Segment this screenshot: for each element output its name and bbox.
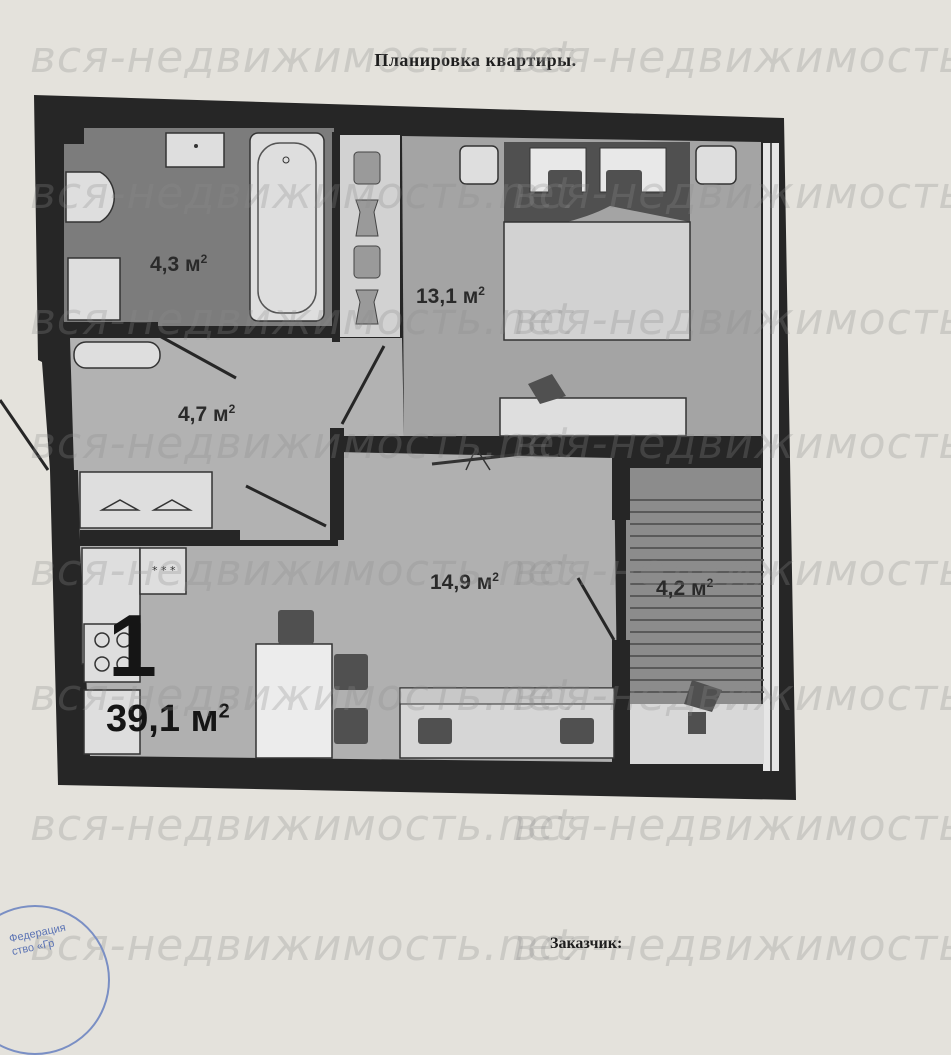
bathtub — [249, 132, 325, 322]
bedroom-door — [340, 345, 386, 425]
bath-corner-block — [64, 124, 84, 144]
room-area-bathroom: 4,3 м2 — [150, 252, 208, 276]
loggia-slats — [630, 499, 764, 693]
loggia-top-ledge — [626, 452, 768, 468]
closet-clothes — [353, 151, 381, 325]
cooktop-burners — [94, 632, 132, 672]
nightstand-left — [459, 145, 499, 185]
customer-label: Заказчик: — [550, 935, 623, 952]
desk — [499, 397, 687, 437]
cooktop — [83, 623, 141, 683]
room-area-bedroom: 13,1 м2 — [416, 284, 485, 308]
hall-kitchen-door — [245, 484, 327, 528]
dining-chair-top — [278, 610, 314, 644]
hanger-icons — [99, 499, 193, 511]
room-area-hallway: 4,7 м2 — [178, 402, 236, 426]
bath-hall-wall — [40, 322, 158, 334]
tv — [431, 452, 523, 466]
room-area-kitchen-living: 14,9 м2 — [430, 570, 499, 594]
total-area: 39,1 м2 — [106, 698, 230, 740]
kitchen-sink — [83, 689, 141, 755]
page-title: Планировка квартиры. — [374, 50, 577, 70]
hall-kitchen-wall — [330, 428, 344, 540]
kitchen-floor — [80, 452, 618, 762]
dining-chair-right-2 — [334, 708, 368, 744]
closet-wall-left — [332, 132, 340, 342]
nightstand-right — [695, 145, 737, 185]
loggia-door — [576, 577, 616, 641]
wardrobe — [79, 471, 213, 529]
entry-door — [0, 399, 50, 471]
dining-chair-right-1 — [334, 654, 368, 690]
bed-kitchen-wall — [330, 436, 624, 452]
washer — [67, 257, 121, 321]
bath-door — [155, 332, 237, 380]
loggia-wall-top — [612, 448, 630, 520]
stove-marks: * * * — [152, 564, 176, 577]
room-count: 1 — [108, 596, 157, 695]
stove — [139, 547, 187, 595]
loggia-wall-bottom — [612, 640, 630, 770]
bed — [503, 221, 691, 341]
room-area-loggia: 4,2 м2 — [656, 576, 714, 600]
loggia-stool — [688, 712, 706, 734]
stamp-text: Федерация ство «Гр — [8, 921, 67, 959]
loggia-chair — [684, 680, 722, 712]
entry-wall — [80, 530, 240, 542]
sink — [165, 132, 225, 168]
floor-plan — [0, 95, 796, 800]
toilet — [65, 171, 115, 223]
dining-table — [255, 643, 333, 759]
desk-chair — [528, 374, 566, 404]
hall-bench — [73, 341, 161, 369]
